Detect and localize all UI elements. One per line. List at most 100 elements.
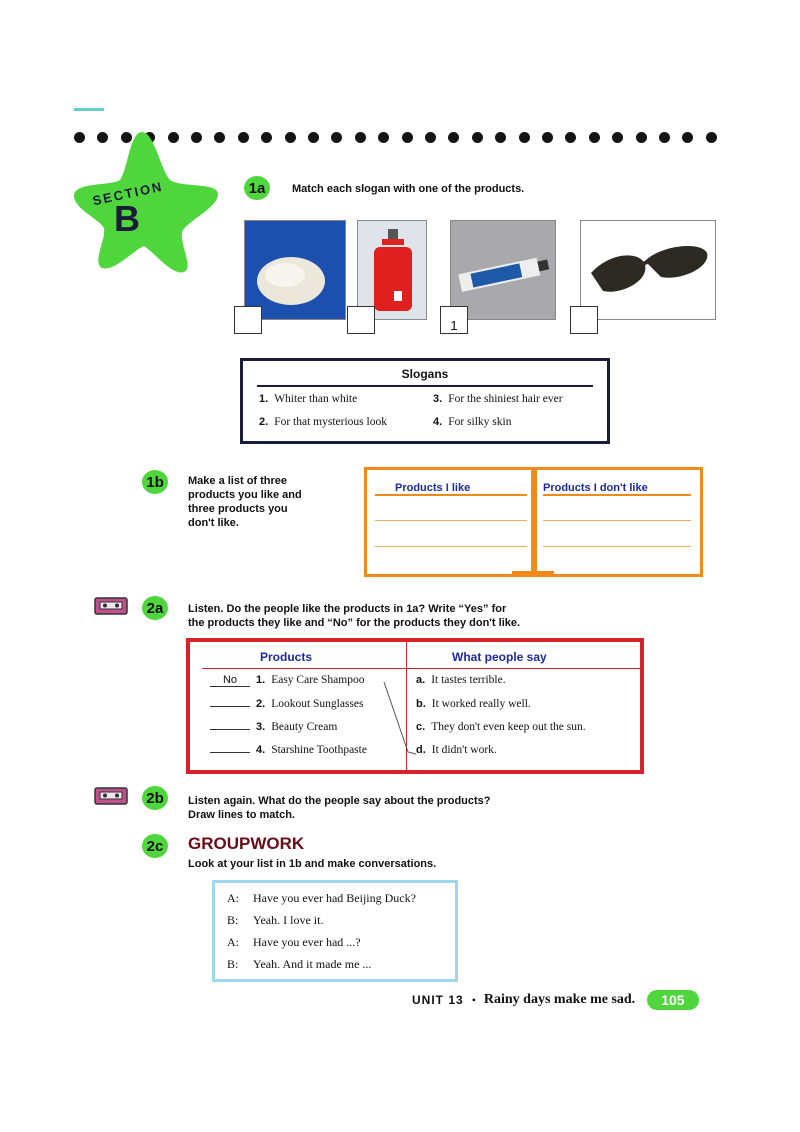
slogan-num: 4. — [433, 416, 443, 428]
slogans-box: Slogans 1.Whiter than white 3.For the sh… — [240, 358, 610, 444]
toothpaste-photo — [450, 220, 556, 320]
row-line[interactable] — [543, 546, 691, 547]
row-line[interactable] — [375, 494, 527, 496]
say-text: It worked really well. — [431, 698, 531, 710]
rule-dot — [425, 132, 436, 143]
slogan-text: For the shiniest hair ever — [448, 393, 563, 405]
rule-dot — [588, 132, 600, 143]
instruction-1a: Match each slogan with one of the produc… — [292, 183, 525, 195]
instruction-2b: Listen again. What do the people say abo… — [188, 794, 491, 822]
header-products-dont-like: Products I don't like — [543, 482, 648, 494]
product-row-2: 2.Lookout Sunglasses — [210, 698, 364, 710]
footer-unit: UNIT 13 — [412, 993, 464, 1007]
instruction-line: Listen again. What do the people say abo… — [188, 795, 491, 807]
slogan-text: For that mysterious look — [274, 416, 387, 428]
rule-dot — [518, 132, 530, 143]
conversation-line: B:Yeah. I love it. — [227, 913, 323, 928]
rule-dot — [471, 132, 483, 143]
rule-dot — [74, 132, 85, 143]
rule-dot — [378, 132, 390, 143]
soap-photo — [244, 220, 346, 320]
footer-title: Rainy days make me sad. — [483, 992, 636, 1007]
instruction-line: Make a list of three — [188, 475, 288, 487]
say-letter: c. — [416, 721, 426, 733]
rule-dot — [120, 132, 132, 143]
product-num: 3. — [256, 721, 266, 733]
header-products: Products — [260, 650, 313, 664]
rule-dot — [682, 132, 694, 143]
column-divider — [406, 642, 407, 770]
cassette-icon — [94, 787, 128, 805]
say-text: They don't even keep out the sun. — [431, 721, 586, 733]
rule-dot — [401, 132, 413, 143]
slogan-2: 2. For that mysterious look — [259, 416, 387, 428]
badge-1a: 1a — [244, 176, 270, 200]
product-num: 4. — [256, 744, 266, 756]
speaker: A: — [227, 935, 239, 949]
product-num: 2. — [256, 698, 266, 710]
say-row-a: a. It tastes terrible. — [416, 674, 506, 686]
answer-box-soap[interactable] — [234, 306, 262, 334]
rule-dot — [612, 132, 624, 143]
slogan-num: 1. — [259, 393, 269, 405]
say-row-c: c. They don't even keep out the sun. — [416, 721, 586, 733]
row-line[interactable] — [375, 520, 527, 521]
row-line[interactable] — [375, 546, 527, 547]
say-text: It tastes terrible. — [431, 674, 506, 686]
answer-blank[interactable] — [210, 729, 250, 730]
rule-dot — [354, 132, 366, 143]
row-line[interactable] — [543, 494, 691, 496]
soap-icon — [257, 257, 325, 305]
row-line[interactable] — [543, 520, 691, 521]
instruction-line: don't like. — [188, 517, 239, 529]
slogan-4: 4.For silky skin — [433, 416, 511, 428]
answer-box-toothpaste[interactable]: 1 — [440, 306, 468, 334]
answer-box-shampoo[interactable] — [347, 306, 375, 334]
match-line — [383, 681, 417, 755]
table-tab — [512, 571, 554, 577]
badge-2a: 2a — [142, 596, 168, 620]
speaker: B: — [227, 913, 239, 927]
answer-blank[interactable] — [210, 706, 250, 707]
say-letter: b. — [416, 698, 426, 710]
rule-dot — [659, 132, 670, 143]
page-number: 105 — [647, 990, 699, 1010]
rule-dot — [331, 132, 343, 143]
badge-2c: 2c — [142, 834, 168, 858]
conversation-box: A:Have you ever had Beijing Duck? B:Yeah… — [212, 880, 458, 982]
conversation-line: A:Have you ever had Beijing Duck? — [227, 891, 416, 906]
product-name: Easy Care Shampoo — [271, 674, 365, 686]
header-divider — [202, 668, 640, 669]
answer-box-sunglasses[interactable] — [570, 306, 598, 334]
slogan-1: 1.Whiter than white — [259, 393, 357, 405]
rule-dot — [214, 132, 226, 143]
slogan-num: 2. — [259, 416, 269, 428]
answer-blank[interactable] — [210, 752, 250, 753]
products-list-table: Products I like Products I don't like — [364, 467, 703, 577]
sunglasses-icon — [591, 246, 708, 292]
rule-dot — [565, 132, 577, 143]
sunglasses-photo — [580, 220, 716, 320]
instruction-line: three products you — [188, 503, 288, 515]
speaker: B: — [227, 957, 239, 971]
section-letter: B — [114, 198, 140, 239]
say-row-d: d.It didn't work. — [416, 744, 497, 756]
instruction-line: products you like and — [188, 489, 302, 501]
header-what-people-say: What people say — [452, 650, 547, 664]
instruction-line: Listen. Do the people like the products … — [188, 603, 507, 615]
rule-dot — [167, 132, 179, 143]
say-letter: a. — [416, 674, 426, 686]
badge-2b: 2b — [142, 786, 168, 810]
instruction-line: Draw lines to match. — [188, 809, 295, 821]
product-row-4: 4.Starshine Toothpaste — [210, 744, 367, 756]
rule-dot — [542, 132, 553, 143]
rule-dot — [635, 132, 647, 143]
cassette-icon — [94, 597, 128, 615]
column-divider — [531, 470, 537, 574]
footer-bullet: • — [471, 992, 476, 1007]
rule-dot — [237, 132, 249, 143]
shampoo-bottle-icon — [374, 229, 412, 311]
answer-blank[interactable]: No — [210, 674, 250, 687]
